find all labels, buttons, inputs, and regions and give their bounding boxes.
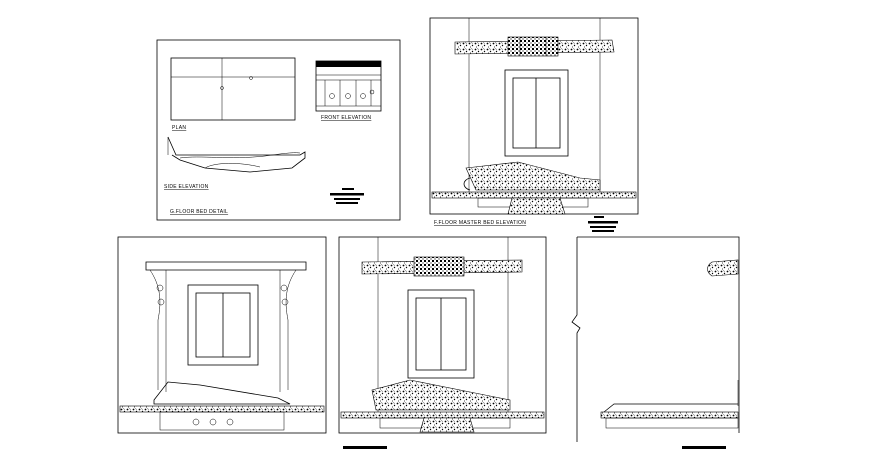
master-bed-title-stamp <box>588 216 618 232</box>
side-elevation-view <box>167 136 306 173</box>
bed-elevation-middle <box>338 236 547 434</box>
master-bed-title: F.FLOOR MASTER BED ELEVATION <box>434 220 526 226</box>
bed-elevation-right <box>571 236 740 442</box>
side-elevation-label: SIDE ELEVATION <box>164 184 209 190</box>
front-elevation-label: FRONT ELEVATION <box>321 115 371 121</box>
sheet-border <box>156 39 401 221</box>
scale-bar-middle <box>343 446 387 449</box>
scale-bar-right <box>682 446 726 449</box>
bed-detail-title: G.FLOOR BED DETAIL <box>170 209 228 215</box>
front-elevation-view <box>315 60 382 112</box>
plan-view <box>170 57 296 121</box>
bed-elevation-left <box>117 236 327 434</box>
bed-detail-sheet: PLAN FRONT ELEVATION SIDE ELEVATION <box>156 39 401 221</box>
title-block-stamp <box>330 188 364 204</box>
master-bed-elevation-sheet <box>429 17 639 215</box>
plan-label: PLAN <box>172 125 186 131</box>
